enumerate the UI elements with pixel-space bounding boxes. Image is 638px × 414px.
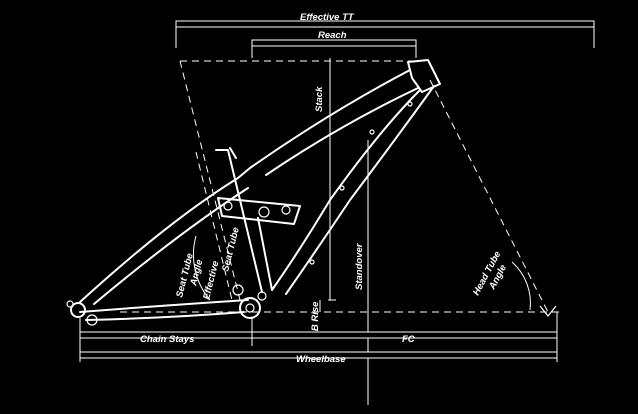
rear-axle bbox=[70, 302, 86, 318]
reach-dimension bbox=[251, 39, 417, 58]
bottom-bracket bbox=[239, 297, 261, 319]
fc-label: FC bbox=[402, 334, 415, 345]
down-tube bbox=[271, 89, 421, 291]
chain-stay-lower bbox=[85, 311, 245, 321]
seat-tube bbox=[215, 149, 263, 293]
wheelbase-dimension bbox=[79, 351, 558, 359]
head-tube-angle-arc bbox=[511, 261, 531, 311]
chain-stays-label: Chain Stays bbox=[140, 334, 194, 345]
seat-stay bbox=[79, 177, 239, 303]
stack-dimension bbox=[328, 58, 336, 301]
standover-label: Standover bbox=[354, 242, 365, 290]
seat-tube-angle-label-3: Effective bbox=[201, 259, 221, 301]
construction-lines bbox=[120, 60, 562, 313]
bb-rise-label: BB Rise bbox=[310, 301, 321, 338]
effective-tt-label: Effective TT bbox=[300, 12, 355, 23]
front-axle-marker bbox=[539, 305, 557, 317]
seat-stay-lower bbox=[93, 187, 249, 305]
down-tube-lower-edge bbox=[285, 85, 435, 295]
shock-link bbox=[217, 197, 301, 225]
chain-stay bbox=[79, 299, 249, 313]
head-tube bbox=[407, 59, 441, 93]
shock bbox=[257, 217, 273, 291]
effective-tt-dimension bbox=[175, 20, 595, 48]
bike-frame bbox=[66, 59, 441, 326]
stack-label: Stack bbox=[314, 86, 325, 112]
reach-label: Reach bbox=[318, 30, 347, 41]
seat-tube-label: Seat Tube bbox=[220, 225, 242, 272]
seat-clamp bbox=[229, 147, 237, 159]
wheelbase-label: Wheelbase bbox=[296, 354, 346, 365]
top-tube bbox=[237, 69, 411, 179]
top-tube-lower-edge bbox=[265, 87, 419, 176]
seat-tube-angle-arc bbox=[192, 235, 211, 301]
